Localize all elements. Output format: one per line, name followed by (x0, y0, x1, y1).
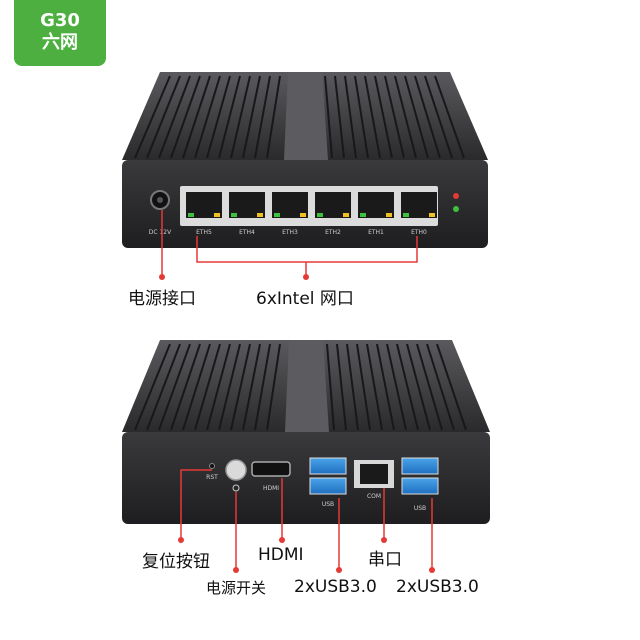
power-symbol-icon (232, 484, 240, 492)
reset-callout-line (180, 469, 212, 538)
model-badge: G30 六网 (14, 0, 106, 66)
port-leds (188, 213, 435, 217)
power-led (453, 193, 459, 199)
power-port-callout: 电源接口 (128, 289, 196, 309)
power-button (225, 459, 247, 481)
usb-ports-left (309, 457, 347, 495)
bottom-device-front-panel (122, 432, 490, 524)
com-text: COM (367, 493, 381, 500)
bottom-device-center-rail (285, 340, 329, 432)
usb-port (309, 477, 347, 495)
ethernet-callout: 6xIntel 网口 (256, 289, 354, 309)
top-device-center-rail (284, 72, 328, 160)
model-subtitle: 六网 (42, 32, 78, 53)
eth-label: ETH1 (368, 229, 384, 236)
eth-port-labels: ETH5 ETH4 ETH3 ETH2 ETH1 ETH0 (196, 229, 427, 236)
serial-port-callout: 串口 (368, 550, 402, 570)
eth-label: ETH4 (239, 229, 255, 236)
eth-label: ETH3 (282, 229, 298, 236)
usb-port (401, 457, 439, 475)
usb-ports-right (401, 457, 439, 495)
usb-right-callout: 2xUSB3.0 (396, 577, 479, 597)
ethernet-bracket-line (196, 236, 418, 263)
usb-left-callout: 2xUSB3.0 (294, 577, 377, 597)
status-led (453, 206, 459, 212)
eth-label: ETH2 (325, 229, 341, 236)
eth-label: ETH5 (196, 229, 212, 236)
top-device: DC 12V ETH5 ETH4 ETH3 ETH2 ETH1 ETH0 (122, 72, 488, 248)
top-device-heatsink-fins (134, 75, 465, 159)
usb-right-text: USB (414, 505, 426, 512)
hdmi-port-text: HDMI (263, 485, 279, 492)
dc-12v-text: DC 12V (149, 229, 172, 236)
top-callout-lines (161, 210, 418, 275)
com-port (360, 464, 388, 484)
bottom-device: RST HDMI USB COM USB (122, 340, 490, 524)
reset-button-callout: 复位按钮 (142, 552, 210, 572)
hdmi-callout: HDMI (258, 545, 304, 565)
power-switch-callout: 电源开关 (206, 579, 267, 597)
rst-text: RST (206, 474, 218, 481)
bottom-callout-lines (180, 469, 433, 568)
usb-port (309, 457, 347, 475)
usb-left-text: USB (322, 501, 334, 508)
eth-label: ETH0 (411, 229, 427, 236)
hdmi-port (251, 461, 291, 477)
usb-port (401, 477, 439, 495)
bottom-device-heatsink-fins (134, 343, 467, 431)
model-name: G30 (40, 10, 80, 31)
reset-pinhole (209, 463, 215, 469)
